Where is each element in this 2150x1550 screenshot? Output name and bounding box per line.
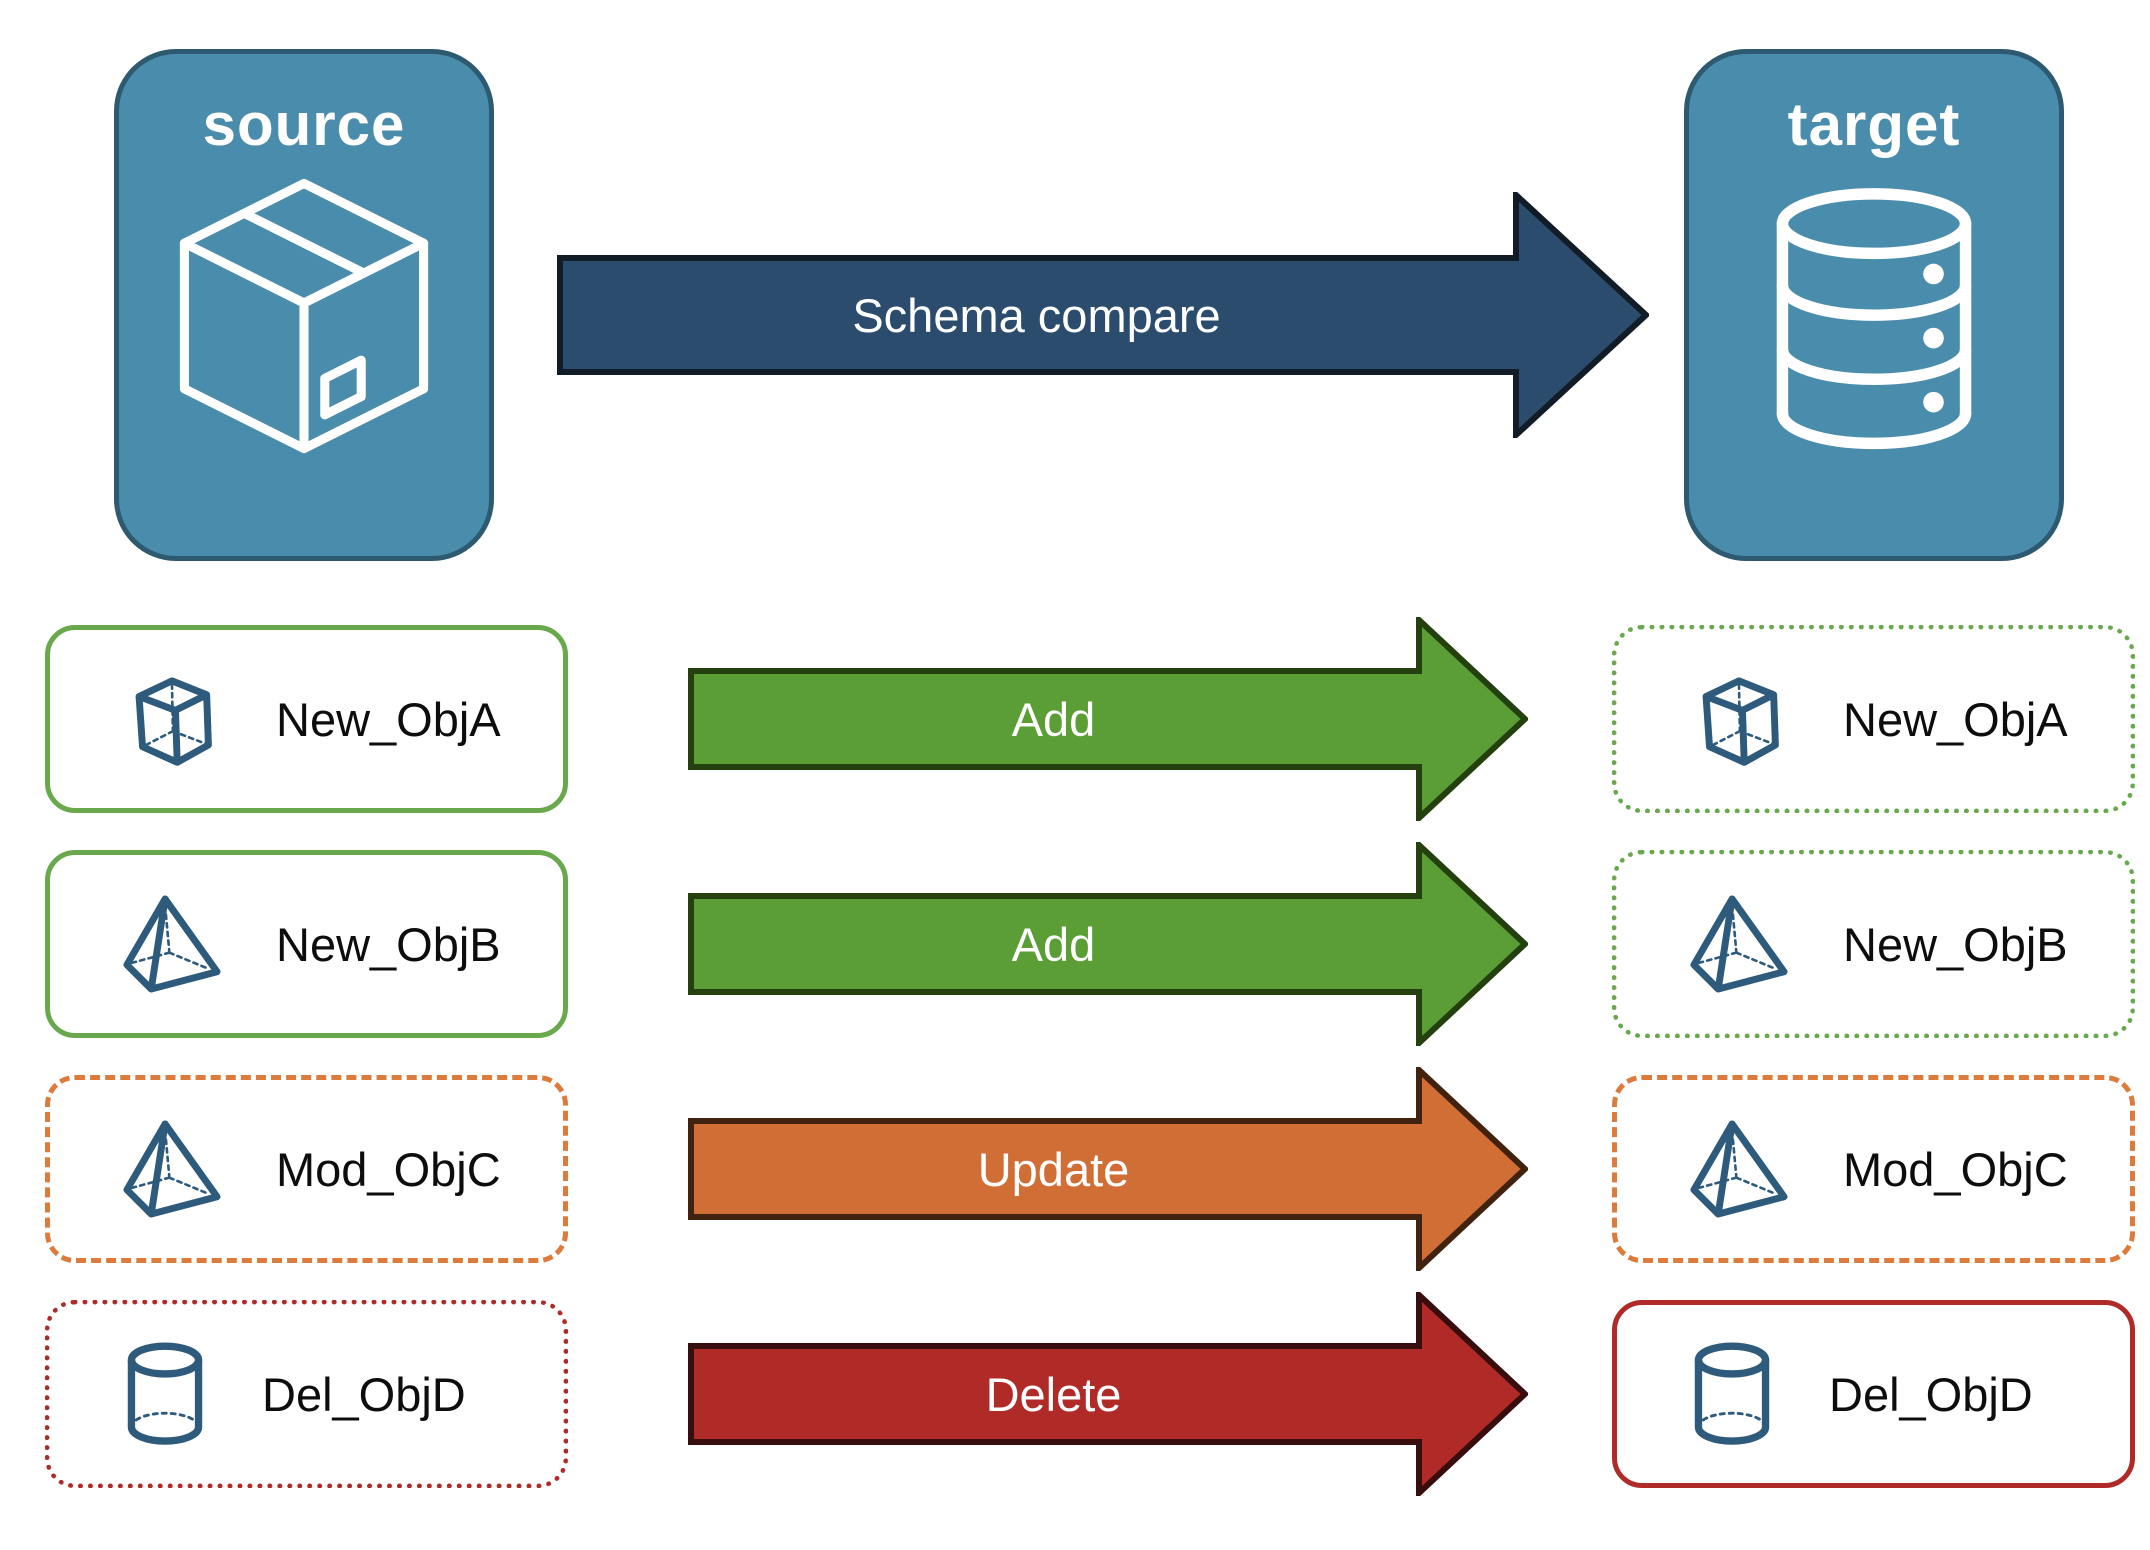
source-object-box: Mod_ObjC [45,1075,568,1263]
source-object-box: Del_ObjD [45,1300,568,1488]
update-arrow [688,1067,1528,1271]
target-object-box: New_ObjA [1612,625,2135,813]
delete-arrow [688,1292,1528,1496]
object-label: New_ObjB [1843,917,2068,971]
pyramid-icon [123,895,221,993]
object-label: New_ObjB [276,917,501,971]
add-arrow [688,842,1528,1046]
source-card: source [114,49,494,561]
cylinder-icon [1694,1342,1770,1445]
source-object-box: New_ObjB [45,850,568,1038]
source-object-box: New_ObjA [45,625,568,813]
target-object-box: Del_ObjD [1612,1300,2135,1488]
object-label: Del_ObjD [262,1367,466,1421]
object-label: New_ObjA [276,692,501,746]
target-object-box: Mod_ObjC [1612,1075,2135,1263]
package-icon [179,178,429,454]
pyramid-icon [1690,895,1788,993]
target-card: target [1684,49,2064,561]
cube-icon [135,677,212,766]
database-icon [1776,188,1972,450]
add-arrow [688,617,1528,821]
object-label: Mod_ObjC [276,1142,501,1196]
source-card-title: source [202,91,406,158]
object-label: Mod_ObjC [1843,1142,2068,1196]
schema-compare-arrow [557,192,1649,438]
target-object-box: New_ObjB [1612,850,2135,1038]
cylinder-icon [127,1342,203,1445]
pyramid-icon [123,1120,221,1218]
target-card-title: target [1787,91,1961,158]
cube-icon [1702,677,1779,766]
pyramid-icon [1690,1120,1788,1218]
object-label: Del_ObjD [1829,1367,2033,1421]
object-label: New_ObjA [1843,692,2068,746]
